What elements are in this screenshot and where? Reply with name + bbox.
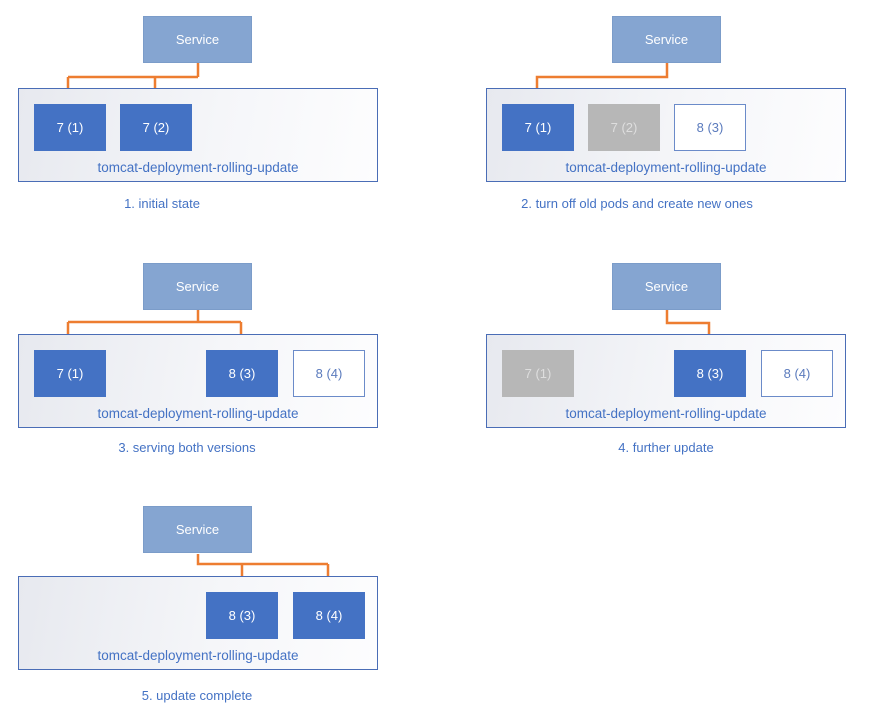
pod-8-3: 8 (3) (206, 592, 278, 639)
pod-7-1: 7 (1) (34, 104, 106, 151)
stage-panel-4: Service 7 (1) 8 (3) 8 (4) tomcat-deploym… (435, 240, 870, 480)
service-box: Service (143, 506, 252, 553)
service-box: Service (143, 16, 252, 63)
deployment-label: tomcat-deployment-rolling-update (565, 406, 767, 421)
pod-7-1: 7 (1) (502, 104, 574, 151)
deployment-label: tomcat-deployment-rolling-update (97, 406, 299, 421)
deployment-box: 7 (1) 8 (3) 8 (4) tomcat-deployment-roll… (18, 334, 378, 428)
deployment-label: tomcat-deployment-rolling-update (565, 160, 767, 175)
stage-panel-2: Service 7 (1) 7 (2) 8 (3) tomcat-deploym… (435, 0, 870, 240)
pod-7-1: 7 (1) (34, 350, 106, 397)
pod-8-3: 8 (3) (206, 350, 278, 397)
stage-panel-5: Service 8 (3) 8 (4) tomcat-deployment-ro… (0, 478, 435, 718)
pod-8-3: 8 (3) (674, 104, 746, 151)
stage-caption: 4. further update (618, 440, 714, 455)
deployment-box: 7 (1) 7 (2) tomcat-deployment-rolling-up… (18, 88, 378, 182)
pod-8-4: 8 (4) (293, 592, 365, 639)
stage-caption: 1. initial state (124, 196, 200, 211)
service-box: Service (143, 263, 252, 310)
deployment-box: 7 (1) 8 (3) 8 (4) tomcat-deployment-roll… (486, 334, 846, 428)
service-box: Service (612, 16, 721, 63)
pod-7-2: 7 (2) (120, 104, 192, 151)
stage-panel-1: Service 7 (1) 7 (2) tomcat-deployment-ro… (0, 0, 435, 240)
pod-8-4: 8 (4) (761, 350, 833, 397)
pod-8-3: 8 (3) (674, 350, 746, 397)
deployment-box: 8 (3) 8 (4) tomcat-deployment-rolling-up… (18, 576, 378, 670)
service-box: Service (612, 263, 721, 310)
stage-caption: 2. turn off old pods and create new ones (521, 196, 753, 211)
pod-7-1: 7 (1) (502, 350, 574, 397)
stage-caption: 5. update complete (141, 688, 253, 703)
stage-panel-3: Service 7 (1) 8 (3) 8 (4) tomcat-deploym… (0, 240, 435, 480)
deployment-label: tomcat-deployment-rolling-update (97, 648, 299, 663)
pod-8-4: 8 (4) (293, 350, 365, 397)
deployment-label: tomcat-deployment-rolling-update (97, 160, 299, 175)
pod-7-2: 7 (2) (588, 104, 660, 151)
deployment-box: 7 (1) 7 (2) 8 (3) tomcat-deployment-roll… (486, 88, 846, 182)
stage-caption: 3. serving both versions (118, 440, 256, 455)
